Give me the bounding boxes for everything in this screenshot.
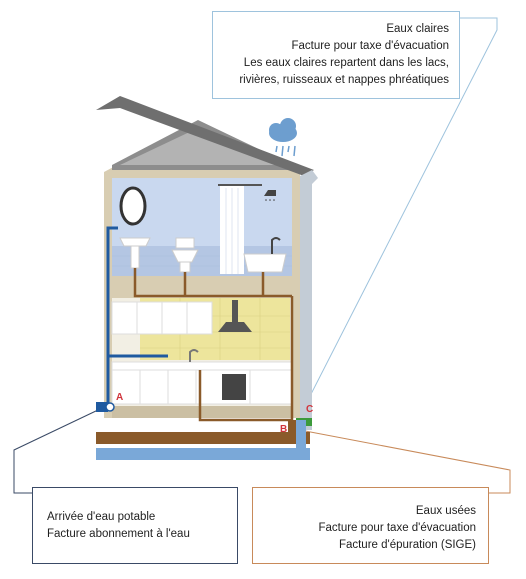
clear-water-sewer-pipe bbox=[96, 448, 310, 460]
sink bbox=[119, 237, 151, 247]
clear-water-line-1: Facture pour taxe d'évacuation bbox=[291, 40, 449, 52]
potable-water-box: Arrivée d'eau potable Facture abonnement… bbox=[32, 487, 238, 564]
basement-floor bbox=[112, 406, 292, 418]
marker-a: A bbox=[116, 392, 123, 403]
shower-head-icon bbox=[264, 190, 276, 196]
valve-icon bbox=[105, 402, 115, 412]
clear-water-line-2: Les eaux claires repartent dans les lacs… bbox=[243, 57, 449, 69]
marker-b: B bbox=[280, 424, 287, 435]
clear-water-downpipe bbox=[300, 170, 318, 430]
clear-water-line-3: rivières, ruisseaux et nappes phréatique… bbox=[239, 74, 449, 86]
rain-cloud-icon bbox=[269, 118, 297, 157]
waste-water-line-2: Facture d'épuration (SIGE) bbox=[338, 539, 476, 551]
mirror bbox=[119, 186, 147, 226]
waste-water-box: Eaux usées Facture pour taxe d'évacuatio… bbox=[252, 487, 489, 564]
attic-inner bbox=[120, 128, 284, 165]
roof bbox=[96, 96, 314, 176]
marker-c: C bbox=[306, 404, 313, 415]
range-hood bbox=[218, 322, 252, 332]
potable-water-connector bbox=[13, 409, 99, 494]
potable-pipes bbox=[106, 226, 168, 408]
lower-cabinets bbox=[111, 369, 293, 405]
toilet bbox=[175, 237, 195, 249]
clear-water-connector bbox=[307, 17, 498, 401]
waste-water-title: Eaux usées bbox=[415, 505, 476, 517]
waste-sewer-pipe bbox=[96, 432, 310, 444]
waste-pipes bbox=[133, 268, 294, 422]
oven bbox=[222, 374, 246, 400]
water-meter bbox=[96, 402, 108, 412]
waste-water-connector bbox=[299, 429, 511, 494]
counter bbox=[111, 361, 293, 371]
kitchen-faucet-icon bbox=[189, 349, 199, 362]
clear-water-box: Eaux claires Facture pour taxe d'évacuat… bbox=[212, 11, 460, 99]
potable-water-title: Arrivée d'eau potable bbox=[47, 511, 156, 523]
waste-water-line-1: Facture pour taxe d'évacuation bbox=[318, 522, 476, 534]
clear-water-title: Eaux claires bbox=[386, 23, 449, 35]
potable-water-line-1: Facture abonnement à l'eau bbox=[47, 528, 190, 540]
bathtub bbox=[243, 253, 287, 273]
